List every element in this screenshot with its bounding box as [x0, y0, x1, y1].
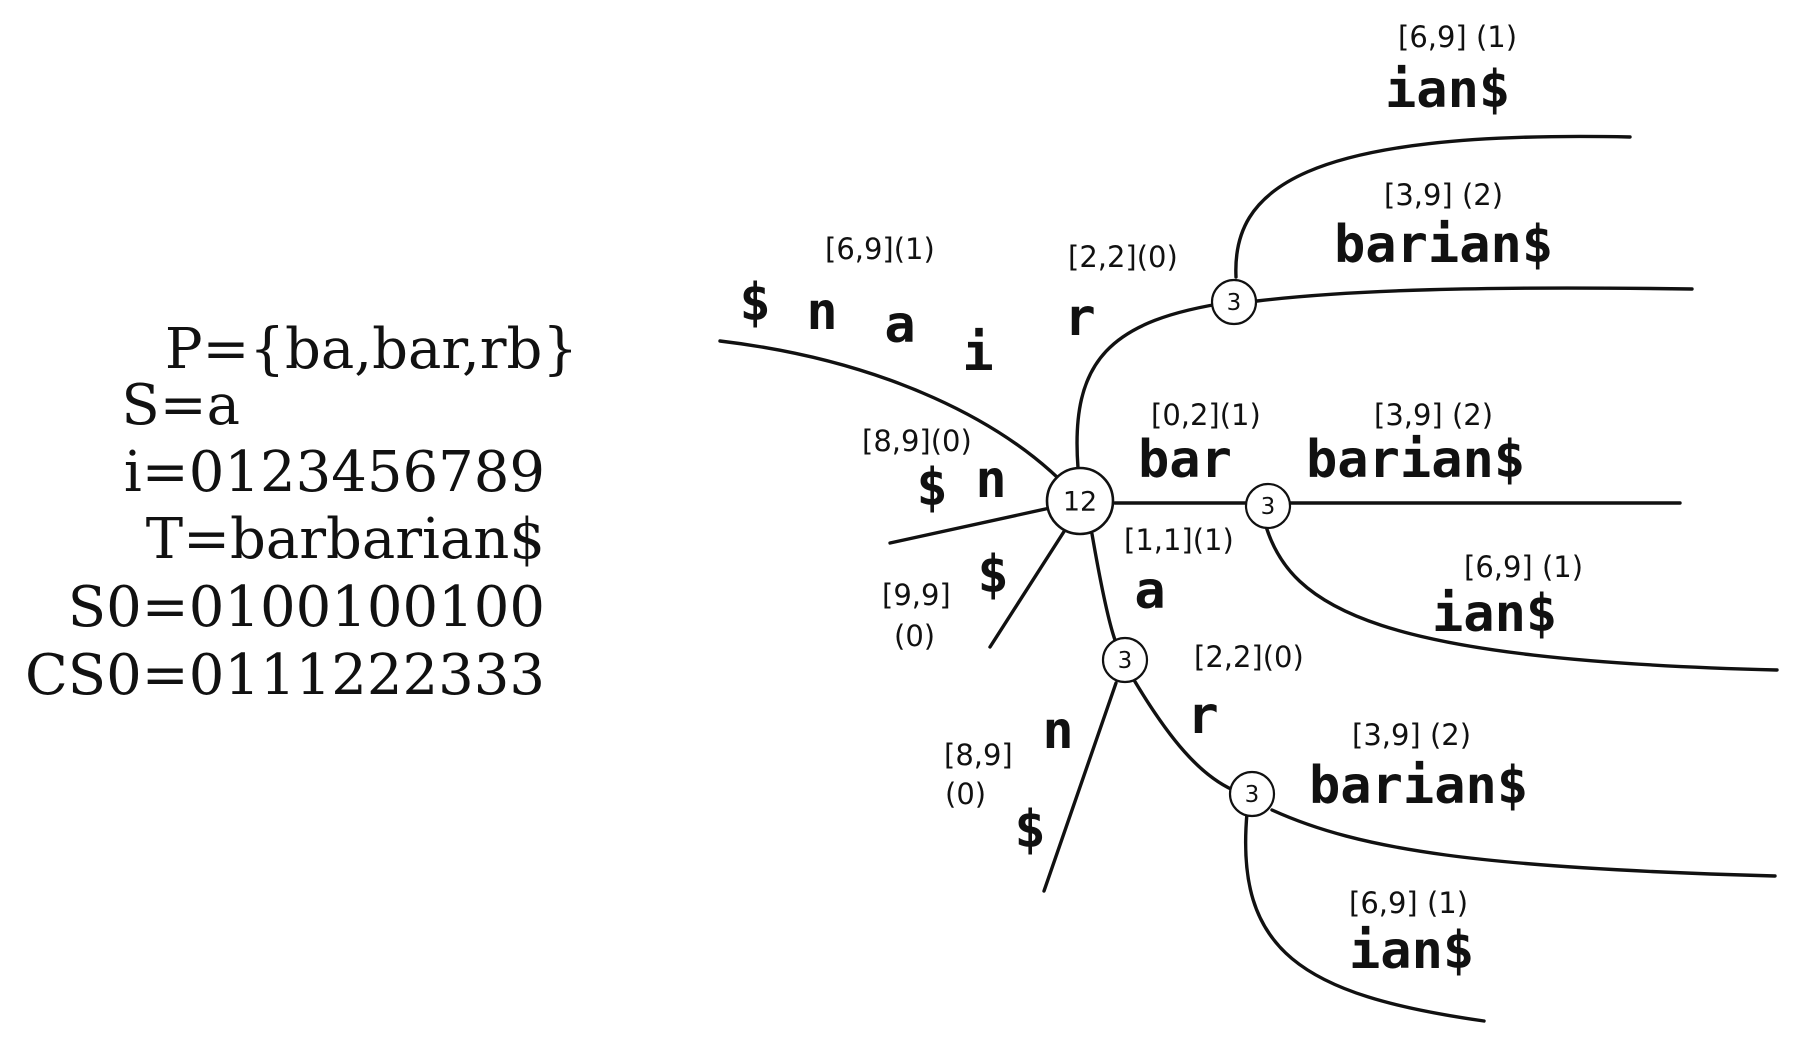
root-node-label: 12 [1063, 487, 1097, 518]
a-seq: a [1134, 561, 1165, 621]
edge-r-barian [1255, 286, 1694, 303]
tree-nodes: 12 3 3 3 3 [1045, 278, 1292, 818]
edge-r-ian [1234, 134, 1632, 279]
nd-annotation: [8,9](0) [862, 424, 972, 458]
edge-ar-barian [1270, 808, 1777, 878]
a-node: 3 [1101, 636, 1149, 684]
r-node: 3 [1210, 278, 1258, 326]
edge-bar-ian [1263, 521, 1779, 672]
iann-char-1: $ [739, 273, 770, 333]
a-nd-char-1: n [1042, 701, 1073, 761]
edge-labels: $ n a i [6,9](1) r [2,2](0) ian$ [6,9] (… [739, 20, 1583, 981]
nd-char-2: n [975, 450, 1006, 510]
r-ian-seq: ian$ [1385, 60, 1510, 120]
r-annotation: [2,2](0) [1068, 240, 1178, 274]
nd-char-1: $ [916, 458, 947, 518]
index-line: i=0123456789 [124, 440, 545, 505]
tree-edges [718, 134, 1779, 1023]
a-r-annotation: [2,2](0) [1194, 640, 1304, 674]
r-node-label: 3 [1227, 290, 1242, 316]
a-node-label: 3 [1118, 648, 1133, 674]
bar-node: 3 [1244, 482, 1292, 530]
ar-ian-seq: ian$ [1349, 921, 1474, 981]
ar-barian-annotation: [3,9] (2) [1352, 718, 1471, 752]
bar-ian-seq: ian$ [1432, 584, 1557, 644]
ar-node: 3 [1228, 770, 1276, 818]
a-nd-annotation-1: [8,9] [944, 738, 1013, 772]
iann-annotation: [6,9](1) [825, 232, 935, 266]
a-annotation: [1,1](1) [1124, 523, 1234, 557]
r-barian-seq: barian$ [1334, 215, 1553, 275]
cs0-counts-line: CS0=0111222333 [25, 643, 545, 708]
root-node: 12 [1045, 466, 1115, 536]
edge-ar-ian [1244, 811, 1486, 1023]
r-ian-annotation: [6,9] (1) [1398, 20, 1517, 54]
pattern-set-line: P={ba,bar,rb} [165, 317, 578, 382]
text-line: T=barbarian$ [146, 507, 545, 572]
bar-seq: bar [1138, 430, 1232, 490]
a-nd-char-2: $ [1014, 800, 1045, 860]
edge-dollar [988, 528, 1067, 649]
ar-barian-seq: barian$ [1309, 756, 1528, 816]
edge-a-r [1132, 678, 1235, 792]
r-seq: r [1064, 288, 1095, 348]
a-r-seq: r [1187, 686, 1218, 746]
iann-char-3: a [884, 295, 915, 355]
edge-nd [888, 506, 1052, 545]
dollar-annotation-1: [9,9] [882, 578, 951, 612]
bar-node-label: 3 [1261, 494, 1276, 520]
bar-ian-annotation: [6,9] (1) [1464, 550, 1583, 584]
edge-a-nd [1042, 681, 1118, 893]
bar-barian-seq: barian$ [1306, 430, 1525, 490]
dollar-seq: $ [977, 545, 1008, 605]
separator-line: S=a [121, 373, 240, 438]
dollar-annotation-2: (0) [894, 619, 935, 653]
a-nd-annotation-2: (0) [945, 777, 986, 811]
edge-a [1090, 532, 1117, 642]
s0-bitvector-line: S0=0100100100 [68, 575, 545, 640]
iann-char-2: n [806, 282, 837, 342]
ar-ian-annotation: [6,9] (1) [1349, 886, 1468, 920]
iann-char-4: i [962, 323, 993, 383]
edge-r [1075, 300, 1233, 470]
r-barian-annotation: [3,9] (2) [1384, 178, 1503, 212]
bar-barian-annotation: [3,9] (2) [1374, 398, 1493, 432]
ar-node-label: 3 [1245, 782, 1260, 808]
edge-iann [718, 339, 1082, 503]
info-block: P={ba,bar,rb} S=a i=0123456789 T=barbari… [25, 317, 578, 708]
bar-annotation: [0,2](1) [1151, 398, 1261, 432]
